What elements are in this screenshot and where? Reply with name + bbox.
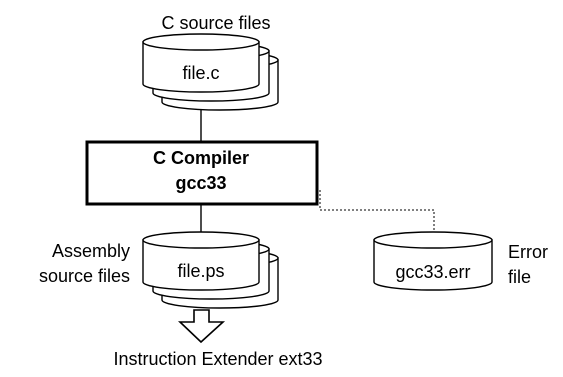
source-files-stack-icon xyxy=(142,33,279,111)
compiler-name: gcc33 xyxy=(175,173,227,193)
assembly-file-name: file.ps xyxy=(177,261,225,281)
compiler-title: C Compiler xyxy=(152,148,250,168)
next-step-caption: Instruction Extender ext33 xyxy=(113,349,323,369)
source-file-name: file.c xyxy=(182,63,220,83)
down-arrow-icon xyxy=(178,309,226,344)
assembly-files-stack-icon xyxy=(142,231,279,309)
connector-compiler-to-error xyxy=(319,190,435,232)
assembly-caption-line2: source files xyxy=(38,266,130,286)
compiler-box xyxy=(85,140,319,206)
error-caption-line2: file xyxy=(508,267,532,287)
error-caption-line1: Error xyxy=(508,242,548,262)
source-files-caption: C source files xyxy=(161,13,271,33)
error-file-name: gcc33.err xyxy=(395,262,471,282)
assembly-caption-line1: Assembly xyxy=(51,241,130,261)
error-file-cylinder-icon xyxy=(373,231,493,291)
